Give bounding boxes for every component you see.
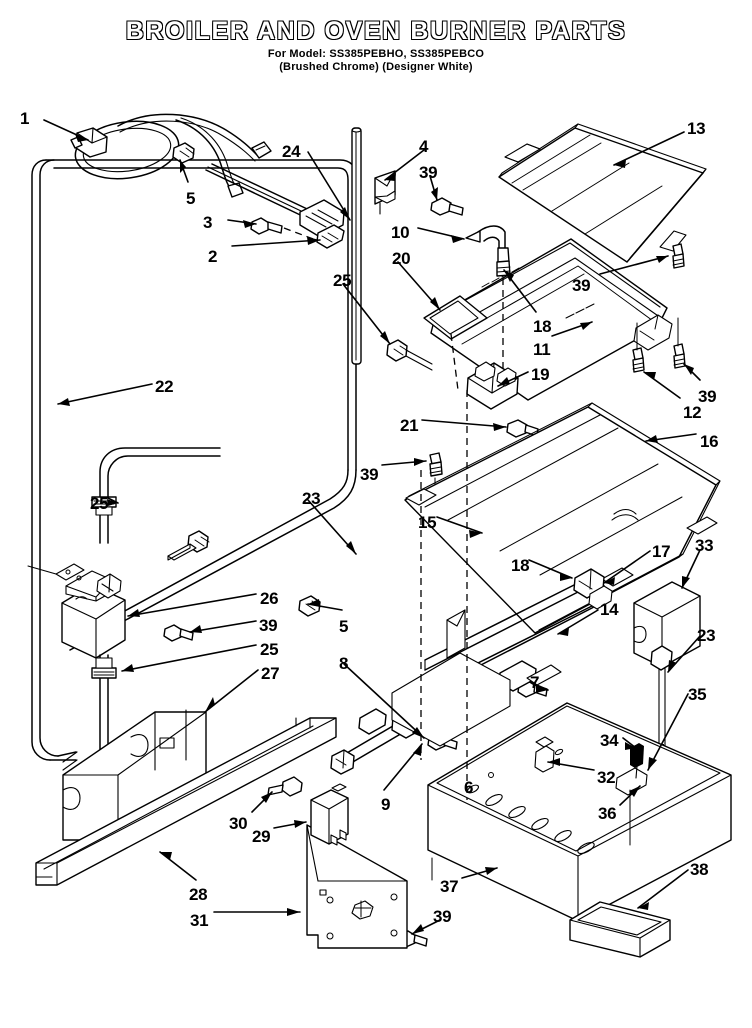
callout-number-26: 26 xyxy=(260,589,279,608)
part-31-mounting-plate xyxy=(307,825,407,948)
callout-number-13: 13 xyxy=(687,119,706,138)
callout-number-39: 39 xyxy=(698,387,717,406)
callout-number-18: 18 xyxy=(533,317,552,336)
callout-number-31: 31 xyxy=(190,911,209,930)
callout-number-37: 37 xyxy=(440,877,459,896)
callout-number-39: 39 xyxy=(360,465,379,484)
callout-number-39: 39 xyxy=(419,163,438,182)
callout-number-36: 36 xyxy=(598,804,617,823)
callout-number-6: 6 xyxy=(464,778,474,797)
callout-number-39: 39 xyxy=(259,616,278,635)
callout-number-12: 12 xyxy=(683,403,702,422)
callout-number-19: 19 xyxy=(531,365,550,384)
part-37-bottom-pan xyxy=(428,703,731,921)
part-11-broiler-burner xyxy=(431,239,672,400)
callout-number-33: 33 xyxy=(695,536,714,555)
callout-number-23: 23 xyxy=(302,489,321,508)
callout-number-1: 1 xyxy=(20,109,30,128)
callout-number-27: 27 xyxy=(261,664,280,683)
page-title: BROILER AND OVEN BURNER PARTS xyxy=(125,17,627,45)
callout-number-11: 11 xyxy=(533,340,551,359)
part-6-lower-burner xyxy=(299,596,510,774)
part-1-coil xyxy=(71,114,271,197)
callout-number-35: 35 xyxy=(688,685,707,704)
callout-number-25: 25 xyxy=(333,271,352,290)
callout-number-10: 10 xyxy=(391,223,410,242)
finish-subtitle: (Brushed Chrome) (Designer White) xyxy=(279,61,473,74)
callout-number-32: 32 xyxy=(597,768,616,787)
callout-number-34: 34 xyxy=(600,731,619,750)
callout-number-2: 2 xyxy=(208,247,218,266)
part-2-upper-burner xyxy=(173,143,344,248)
callout-number-3: 3 xyxy=(203,213,213,232)
callout-number-30: 30 xyxy=(229,814,248,833)
title-block: BROILER AND OVEN BURNER PARTS For Model:… xyxy=(0,17,752,74)
callout-number-7: 7 xyxy=(530,673,540,692)
callout-number-25: 25 xyxy=(260,640,279,659)
callout-number-23: 23 xyxy=(697,626,716,645)
part-20-label xyxy=(424,296,487,390)
callout-number-22: 22 xyxy=(155,377,174,396)
callout-number-16: 16 xyxy=(700,432,719,451)
callout-number-25: 25 xyxy=(90,494,109,513)
model-subtitle: For Model: SS385PEBHO, SS385PEBCO xyxy=(267,48,485,61)
callout-number-28: 28 xyxy=(189,885,208,904)
part-25-fittings xyxy=(387,340,432,370)
part-23-left-igniter xyxy=(421,390,467,800)
callout-number-4: 4 xyxy=(419,137,429,156)
callout-number-29: 29 xyxy=(252,827,271,846)
leader-lines xyxy=(44,120,700,934)
part-13-broiler-shield xyxy=(499,124,706,262)
part-33-module-box xyxy=(634,582,700,667)
part-22-burner-tube xyxy=(32,160,356,760)
callout-number-9: 9 xyxy=(381,795,391,814)
part-38-trough xyxy=(570,902,670,957)
callout-number-20: 20 xyxy=(392,249,411,268)
part-14-oven-burner xyxy=(425,569,612,691)
callout-number-39: 39 xyxy=(572,276,591,295)
callout-number-39: 39 xyxy=(433,907,452,926)
part-26-gas-valve xyxy=(28,564,125,658)
part-25-valve-tubes xyxy=(92,448,220,760)
callout-number-24: 24 xyxy=(282,142,301,161)
part-24-vertical-tube xyxy=(352,128,361,364)
part-19-burner-bracket xyxy=(467,362,518,409)
callout-number-21: 21 xyxy=(400,416,419,435)
part-10-gas-elbow xyxy=(466,226,510,372)
part-29-spark-module xyxy=(311,784,348,845)
part-28-rail xyxy=(36,718,336,885)
callout-number-17: 17 xyxy=(652,542,671,561)
callout-number-15: 15 xyxy=(418,513,437,532)
callout-number-8: 8 xyxy=(339,654,349,673)
callout-number-38: 38 xyxy=(690,860,709,879)
callout-number-14: 14 xyxy=(600,600,619,619)
callout-number-5: 5 xyxy=(339,617,349,636)
callout-number-5: 5 xyxy=(186,189,196,208)
callout-number-18: 18 xyxy=(511,556,530,575)
